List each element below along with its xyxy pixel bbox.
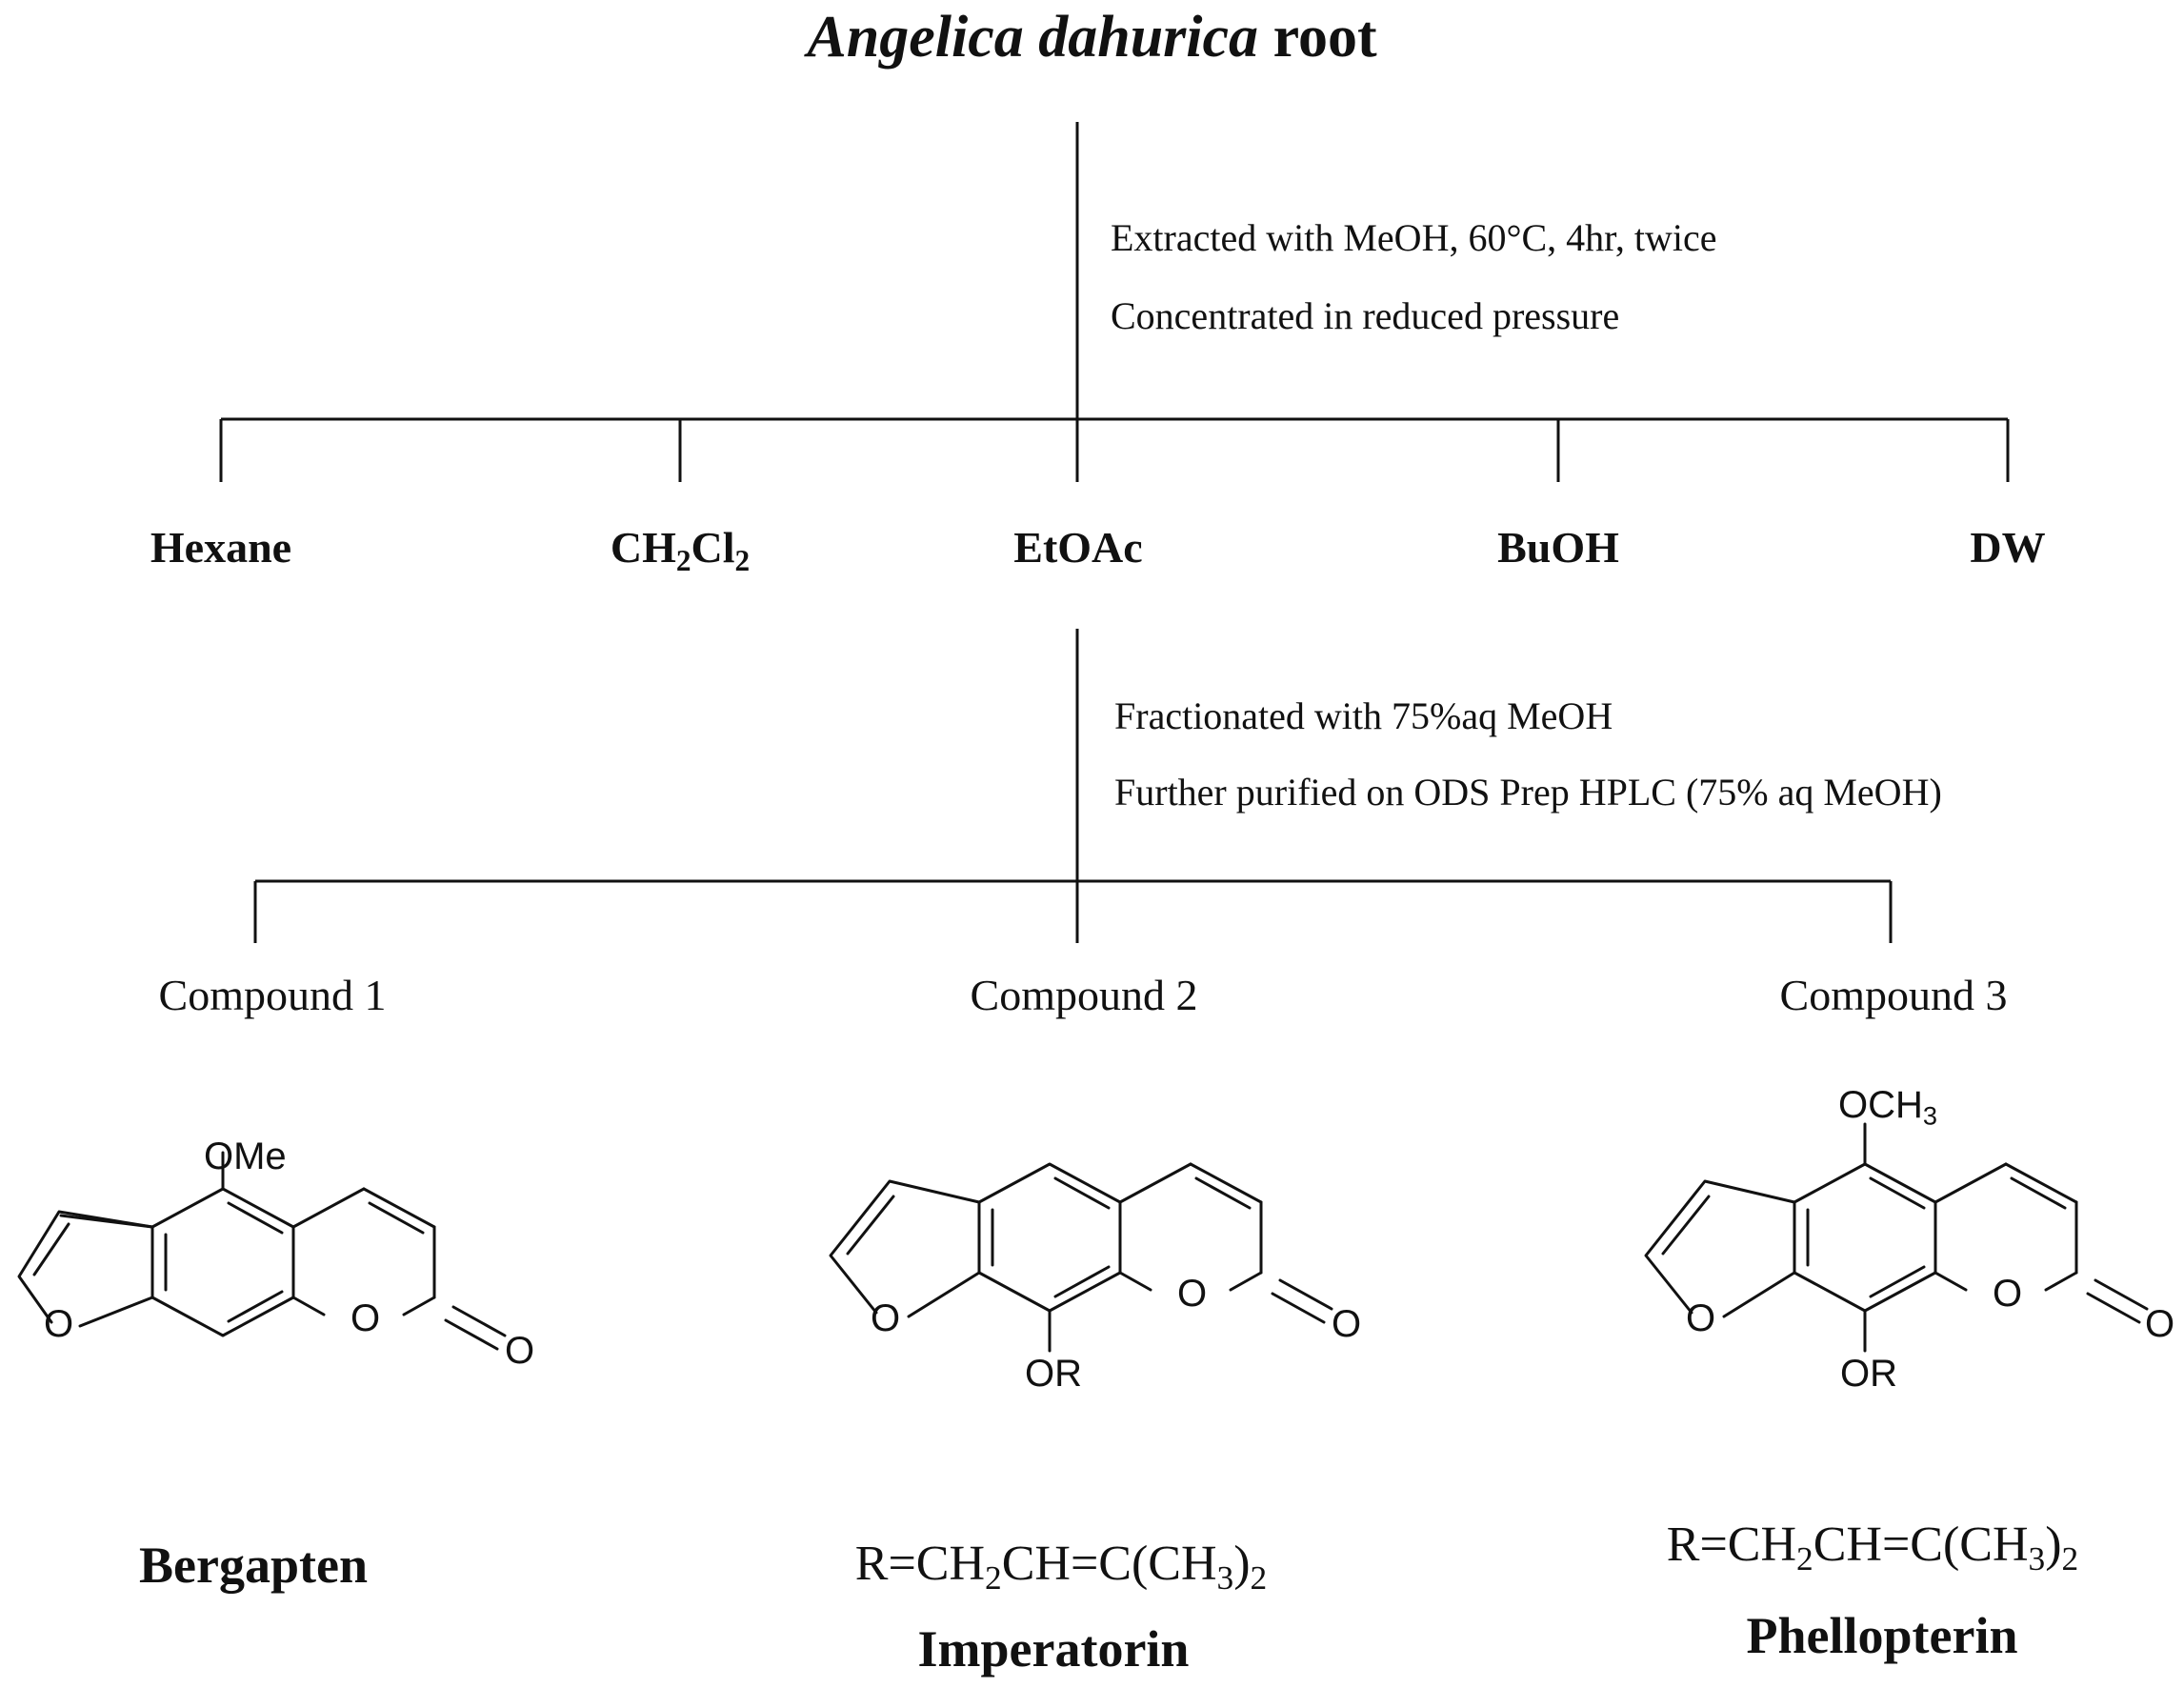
bergapten-furan-o: O [44,1303,74,1345]
bergapten-carbonyl-o: O [505,1330,535,1372]
imperatorin-furan-o: O [871,1297,901,1339]
step2-note-purification: Further purified on ODS Prep HPLC (75% a… [1114,771,1942,814]
imperatorin-r-definition: R=CH2CH=C(CH3)2 [854,1537,1268,1597]
imperatorin-or-label: OR [1025,1353,1082,1395]
diagram-title: Angelica dahurica root [0,4,2184,71]
bergapten-lactone-o: O [351,1297,381,1339]
imperatorin-lactone-o: O [1177,1273,1208,1315]
phellopterin-lactone-o: O [1993,1273,2023,1315]
bergapten-bonds [17,1151,507,1351]
title-species: Angelica dahurica [807,5,1259,70]
imperatorin-name: Imperatorin [917,1620,1190,1678]
solvent-buoh: BuOH [1497,523,1619,572]
phellopterin-furan-o: O [1686,1297,1716,1339]
solvent-dw: DW [1970,523,2046,572]
solvent-hexane: Hexane [150,523,292,572]
compound-label-2: Compound 2 [970,971,1198,1019]
solvent-etoac: EtOAc [1013,523,1143,572]
step2-note-fractionation: Fractionated with 75%aq MeOH [1114,694,1613,737]
phellopterin-or-label: OR [1840,1353,1897,1395]
title-part: root [1272,5,1377,70]
phellopterin-carbonyl-o: O [2145,1303,2175,1345]
phellopterin-name: Phellopterin [1746,1607,2018,1664]
step1-note-concentration: Concentrated in reduced pressure [1111,294,1620,337]
imperatorin-bonds [829,1162,1333,1353]
compound-label-1: Compound 1 [158,971,387,1019]
phellopterin-r-definition: R=CH2CH=C(CH3)2 [1666,1517,2079,1577]
solvent-ch2cl2: CH2Cl2 [610,523,751,577]
phellopterin-bonds [1644,1122,2149,1353]
step1-note-extraction: Extracted with MeOH, 60°C, 4hr, twice [1111,216,1717,259]
phellopterin-och3-label: OCH3 [1838,1084,1938,1131]
bergapten-name: Bergapten [139,1537,368,1594]
compound-label-3: Compound 3 [1779,971,2008,1019]
imperatorin-carbonyl-o: O [1332,1303,1362,1345]
bergapten-ome-label: OMe [204,1135,287,1177]
structures-layer [0,1086,2184,1486]
